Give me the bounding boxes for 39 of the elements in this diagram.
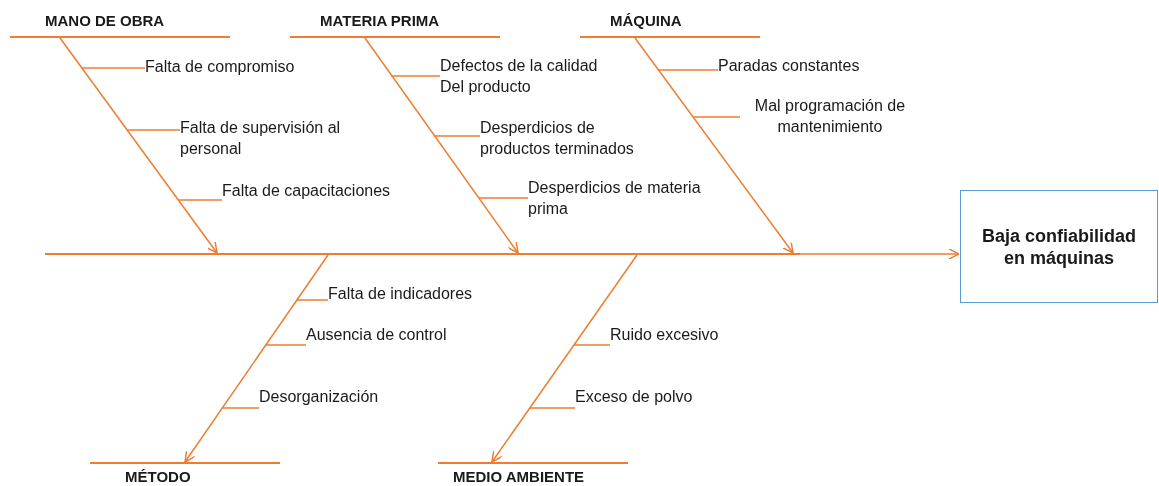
- cause-text: Falta de capacitaciones: [222, 180, 422, 201]
- branch-line: [391, 75, 441, 77]
- category-heading: MÁQUINA: [580, 8, 760, 38]
- spine-line: [45, 253, 800, 255]
- cause-text: Mal programación de mantenimiento: [740, 95, 920, 137]
- cause-text: Exceso de polvo: [575, 386, 715, 407]
- branch-line: [177, 199, 223, 201]
- cause-text: Desorganización: [259, 386, 409, 407]
- effect-box: Baja confiabilidad en máquinas: [960, 190, 1158, 303]
- branch-line: [478, 197, 529, 199]
- branch-line: [529, 407, 576, 409]
- branch-line: [265, 344, 307, 346]
- bone-arrow: [799, 248, 960, 260]
- branch-line: [126, 129, 181, 131]
- bone-arrow: [364, 37, 519, 254]
- cause-text: Falta de indicadores: [328, 283, 503, 304]
- cause-text: Desperdicios de productos terminados: [480, 117, 658, 159]
- bone-arrow: [184, 254, 329, 463]
- bone-arrow: [59, 37, 218, 254]
- cause-text: Falta de supervisión al personal: [180, 117, 380, 159]
- category-heading: MÉTODO: [90, 462, 280, 486]
- cause-text: Paradas constantes: [718, 55, 888, 76]
- category-heading: MANO DE OBRA: [10, 8, 230, 38]
- bone-arrow: [491, 254, 638, 463]
- branch-line: [81, 67, 146, 69]
- branch-line: [657, 69, 719, 71]
- category-heading: MATERIA PRIMA: [290, 8, 500, 38]
- branch-line: [692, 116, 741, 118]
- bone-arrow: [634, 37, 794, 254]
- branch-line: [221, 407, 260, 409]
- branch-line: [296, 299, 329, 301]
- cause-text: Ausencia de control: [306, 324, 476, 345]
- cause-text: Falta de compromiso: [145, 56, 335, 77]
- category-heading: MEDIO AMBIENTE: [438, 462, 628, 486]
- branch-line: [573, 344, 611, 346]
- cause-text: Defectos de la calidad Del producto: [440, 55, 616, 97]
- cause-text: Desperdicios de materia prima: [528, 177, 724, 219]
- branch-line: [434, 135, 481, 137]
- cause-text: Ruido excesivo: [610, 324, 740, 345]
